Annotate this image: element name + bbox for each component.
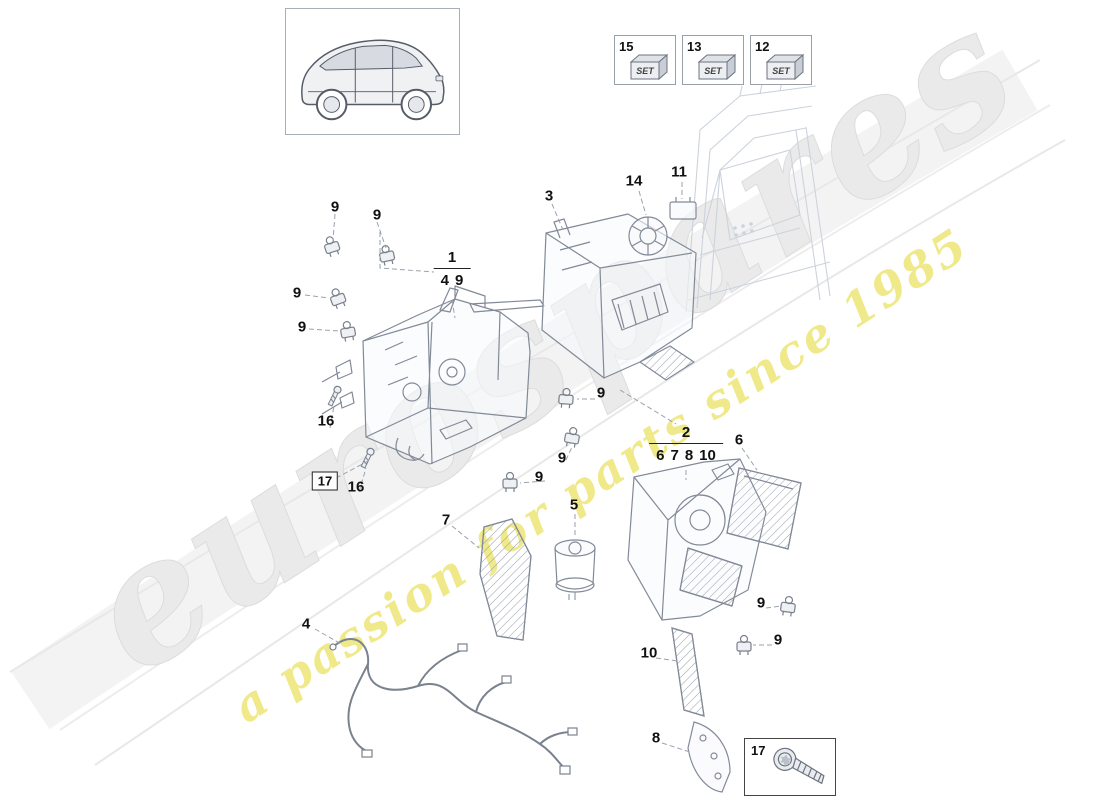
part-heater-housing <box>321 285 545 465</box>
svg-text:SET: SET <box>636 66 655 76</box>
callout-main: 2 <box>681 424 691 441</box>
leader-lines <box>304 182 782 753</box>
callout-6: 6 <box>734 431 744 449</box>
callout-9: 9 <box>297 318 307 336</box>
part-blower-housing <box>627 458 767 621</box>
legend-set-12: 12 SET <box>750 35 812 85</box>
part-air-duct-housing <box>541 213 697 381</box>
vehicle-thumbnail-box <box>285 8 460 135</box>
screw-legend-box: 17 <box>744 738 836 796</box>
part-cabin-filter <box>726 467 802 550</box>
set-number: 13 <box>687 39 702 54</box>
callout-14: 14 <box>625 172 643 190</box>
callout-16: 16 <box>347 478 365 496</box>
set-part-icon: SET <box>697 53 737 81</box>
callout-16: 16 <box>317 412 335 430</box>
svg-text:SET: SET <box>772 66 791 76</box>
callout-11: 11 <box>671 163 687 181</box>
set-number: 15 <box>619 39 634 54</box>
callout-main: 1 <box>447 249 457 266</box>
body-panel-sketch <box>685 80 831 313</box>
part-control-module <box>669 197 697 220</box>
callout-9: 9 <box>292 284 302 302</box>
callout-9: 9 <box>773 631 783 649</box>
vehicle-thumbnail <box>301 39 445 121</box>
set-part-icon: SET <box>765 53 805 81</box>
part-side-cover <box>479 518 532 641</box>
callout-5: 5 <box>569 496 579 514</box>
part-impeller-wheel <box>628 216 668 256</box>
set-number: 12 <box>755 39 770 54</box>
legend-set-15: 15 SET <box>614 35 676 85</box>
part-blower-motor <box>554 539 596 600</box>
callout-17-boxed: 17 <box>311 471 339 491</box>
callout-9: 9 <box>534 468 544 486</box>
callout-7: 7 <box>441 511 451 529</box>
part-mounting-bracket <box>687 721 731 793</box>
screw-number: 17 <box>751 743 766 758</box>
set-part-icon: SET <box>629 53 669 81</box>
callout-3: 3 <box>544 187 554 205</box>
svg-text:SET: SET <box>704 66 723 76</box>
callout-9: 9 <box>596 384 606 402</box>
callout-8: 8 <box>651 729 661 747</box>
part-sealing-strip <box>671 627 705 717</box>
callout-9: 9 <box>756 594 766 612</box>
callout-10: 10 <box>640 644 658 662</box>
callout-9: 9 <box>557 449 567 467</box>
callout-9: 9 <box>372 206 382 224</box>
screw-icon <box>773 747 825 785</box>
callout-9: 9 <box>330 198 340 216</box>
callout-4: 4 <box>301 615 311 633</box>
part-wiring-harness <box>329 637 578 775</box>
legend-set-13: 13 SET <box>682 35 744 85</box>
